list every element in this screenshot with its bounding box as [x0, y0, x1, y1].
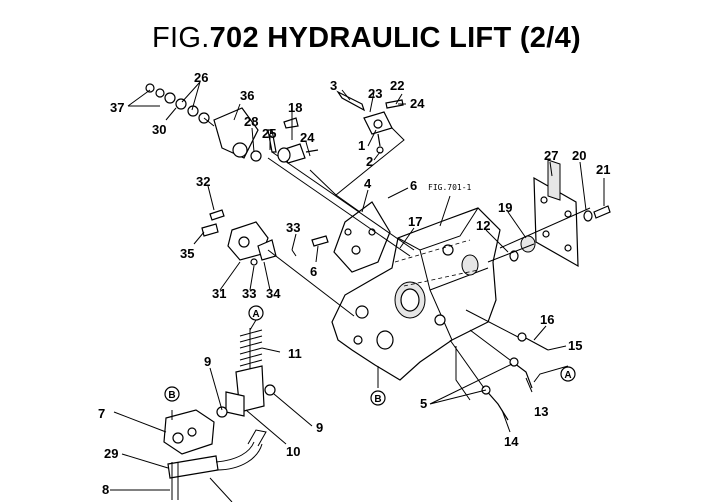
- callout-4: 4: [364, 176, 372, 191]
- figure-title-main: 702 HYDRAULIC LIFT (2/4): [209, 22, 581, 54]
- callout-21: 21: [596, 162, 610, 177]
- callout-9a: 9: [204, 354, 211, 369]
- control-rods: [449, 309, 549, 421]
- marker-a-top: A: [248, 305, 264, 321]
- callout-6b: 6: [310, 264, 317, 279]
- callout-31: 31: [212, 286, 226, 301]
- callout-24a: 24: [410, 96, 425, 111]
- top-linkage: [309, 90, 405, 213]
- callout-24b: 24: [300, 130, 315, 145]
- callout-14: 14: [504, 434, 519, 449]
- callout-16: 16: [540, 312, 554, 327]
- spring-bracket: [216, 328, 276, 418]
- hydraulic-housing: [331, 207, 501, 381]
- callout-33a: 33: [286, 220, 300, 235]
- lift-arm-assembly: [145, 83, 319, 164]
- leader-lines: [110, 81, 605, 491]
- callout-3: 3: [330, 78, 337, 93]
- callout-34: 34: [266, 286, 281, 301]
- callout-19: 19: [498, 200, 512, 215]
- figure-reference-label: FIG.701-1: [428, 183, 472, 192]
- marker-a-right: A: [560, 366, 576, 382]
- lift-bracket-plate: [333, 201, 391, 273]
- callout-9b: 9: [316, 420, 323, 435]
- callout-2: 2: [366, 154, 373, 169]
- callout-1: 1: [358, 138, 365, 153]
- callout-13: 13: [534, 404, 548, 419]
- callout-25: 25: [262, 126, 276, 141]
- figure-title: FIG.702 HYDRAULIC LIFT (2/4): [152, 22, 581, 55]
- callout-12: 12: [476, 218, 490, 233]
- callout-37: 37: [110, 100, 124, 115]
- callout-28: 28: [244, 114, 258, 129]
- callout-5: 5: [420, 396, 427, 411]
- callout-11: 11: [288, 346, 302, 361]
- callout-6a: 6: [410, 178, 417, 193]
- lower-valve-body: [163, 409, 267, 502]
- callout-26: 26: [194, 70, 208, 85]
- connecting-rod: [267, 157, 411, 257]
- callout-36: 36: [240, 88, 254, 103]
- callout-27: 27: [544, 148, 558, 163]
- callout-33b: 33: [242, 286, 256, 301]
- valve-block: [201, 209, 355, 317]
- callout-32: 32: [196, 174, 210, 189]
- figure-title-prefix: FIG.: [152, 22, 210, 54]
- callout-30: 30: [152, 122, 166, 137]
- marker-a-top-label: A: [252, 309, 259, 320]
- callout-29: 29: [104, 446, 118, 461]
- marker-b-center-label: B: [374, 394, 381, 405]
- callout-15: 15: [568, 338, 582, 353]
- callout-7: 7: [98, 406, 105, 421]
- callout-numbers: 1 2 3 4 5 6 6 7 8 9 9 10 11 12 13 14 15 …: [98, 70, 610, 497]
- marker-b-left-label: B: [168, 390, 175, 401]
- callout-18: 18: [288, 100, 302, 115]
- connection-markers: A A B B: [164, 305, 576, 406]
- marker-a-right-label: A: [564, 370, 571, 381]
- marker-b-center: B: [370, 390, 386, 406]
- callout-23: 23: [368, 86, 382, 101]
- callout-17: 17: [408, 214, 422, 229]
- callout-8: 8: [102, 482, 109, 497]
- marker-b-left: B: [164, 386, 180, 402]
- callout-10: 10: [286, 444, 300, 459]
- callout-22: 22: [390, 78, 404, 93]
- callout-35: 35: [180, 246, 194, 261]
- callout-20: 20: [572, 148, 586, 163]
